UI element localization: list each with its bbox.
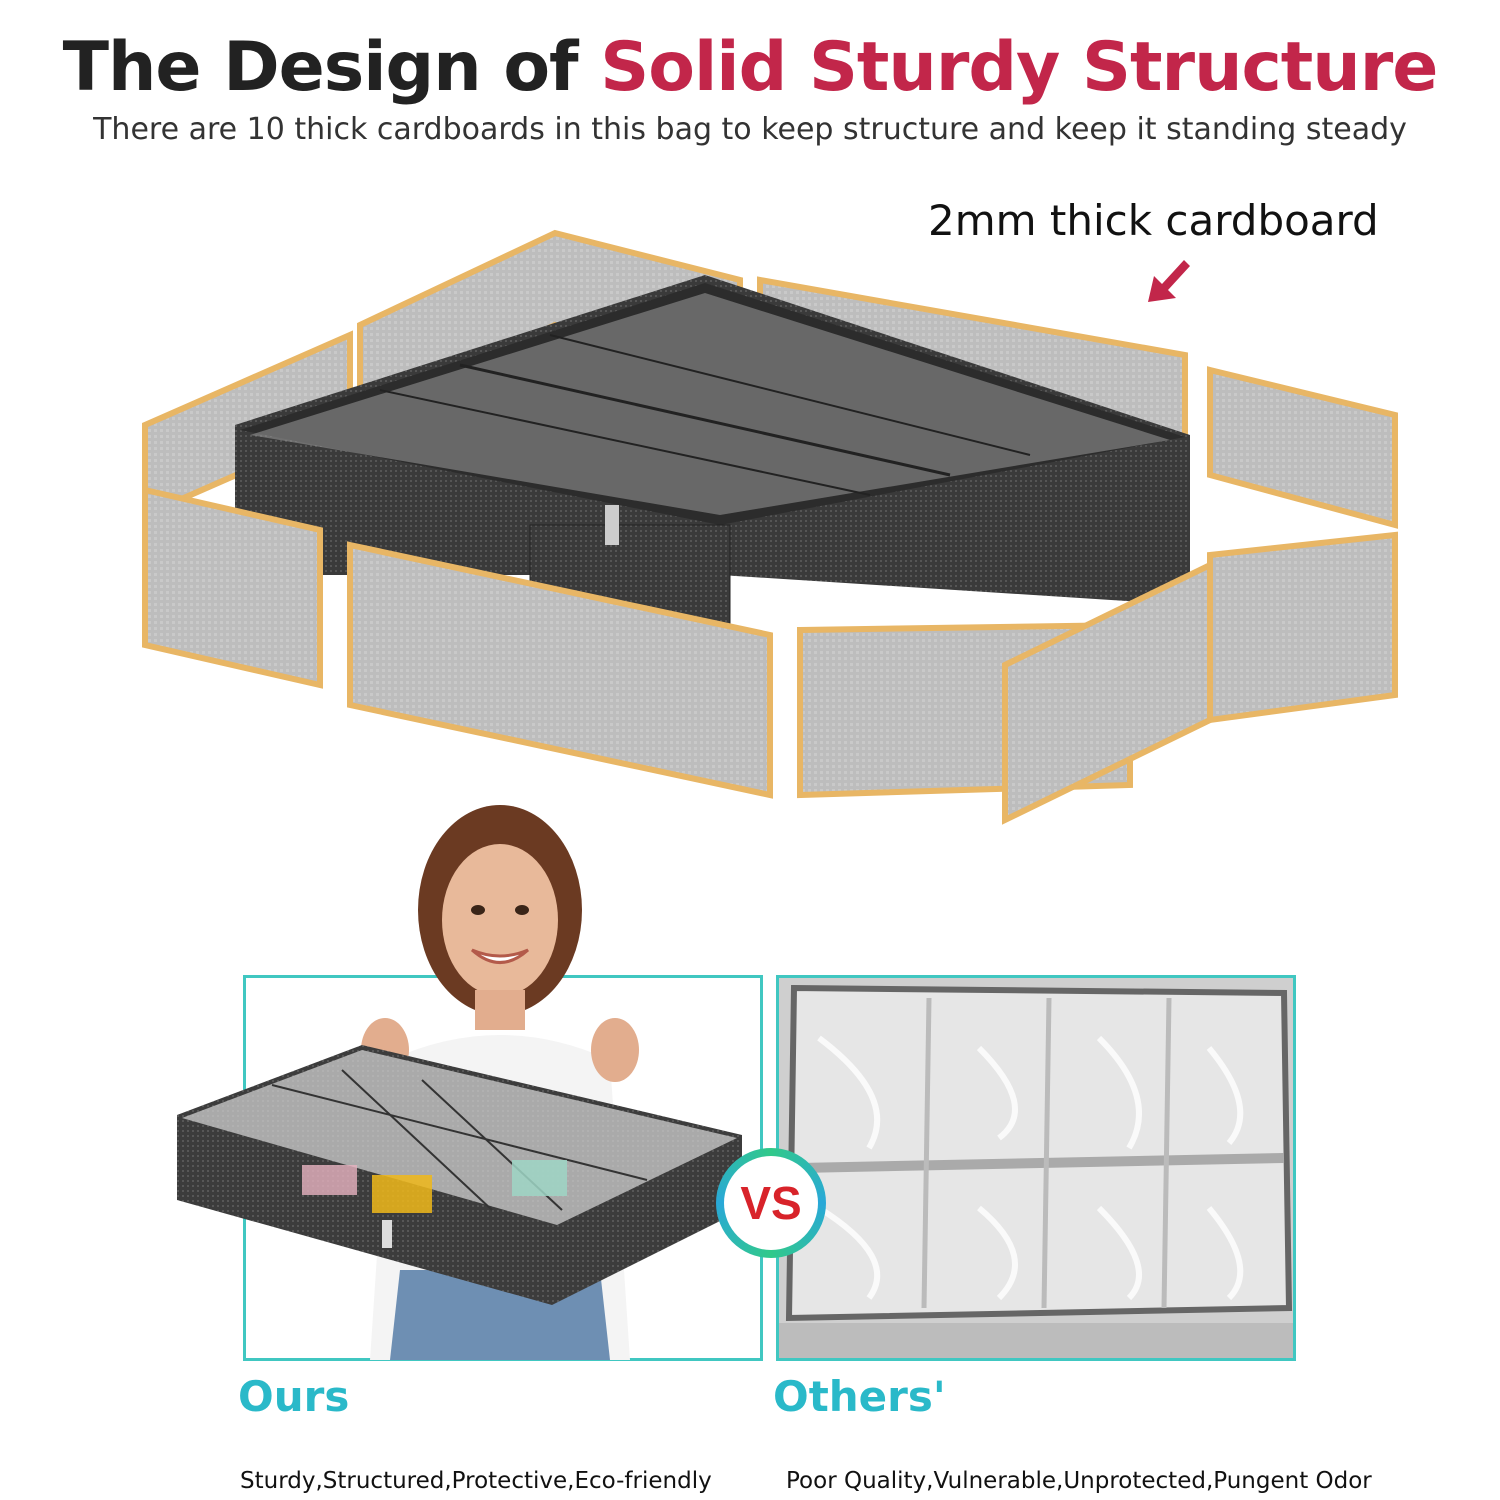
ours-bag-image [177,1045,742,1305]
ours-description: Sturdy,Structured,Protective,Eco-friendl… [240,1468,712,1494]
exploded-bag-diagram [142,229,1398,825]
cardboard-right-upper [1207,366,1398,529]
others-label: Others' [773,1372,946,1421]
cardboard-right-lower [1002,531,1398,825]
page-subtitle: There are 10 thick cardboards in this ba… [93,112,1407,147]
vs-badge: VS [716,1148,826,1258]
cardboard-callout: 2mm thick cardboard [928,196,1379,245]
vs-text: VS [724,1156,818,1250]
cardboard-front-center [347,541,773,799]
ours-label: Ours [238,1372,350,1421]
cardboard-front-left [142,486,323,689]
arrow-down-left-icon [1148,260,1190,302]
others-description: Poor Quality,Vulnerable,Unprotected,Pung… [786,1468,1372,1494]
page-title: The Design of Solid Sturdy Structure [0,28,1500,107]
plastic-bag-image [779,978,1293,1358]
others-panel [776,975,1296,1361]
title-highlight: Solid Sturdy Structure [600,28,1438,107]
title-text: The Design of [62,28,601,107]
